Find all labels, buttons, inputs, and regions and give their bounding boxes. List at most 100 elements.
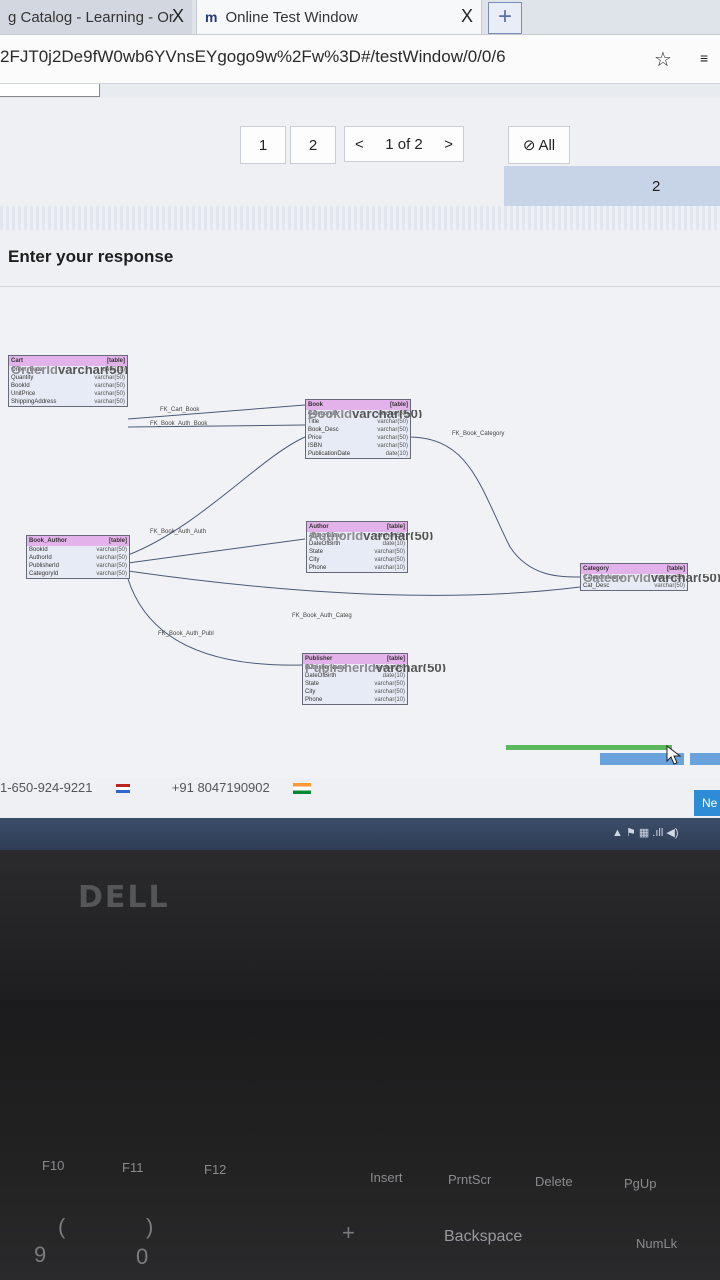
address-bar[interactable]: 2FJT0j2De9fW0wb6YVnsEYgogo9w%2Fw%3D#/tes… (0, 35, 720, 84)
new-tab-button[interactable]: + (488, 2, 522, 34)
fk-line-cart-book (127, 404, 306, 420)
url-text[interactable]: 2FJT0j2De9fW0wb6YVnsEYgogo9w%2Fw%3D#/tes… (0, 47, 506, 66)
toolbar-strip (0, 84, 720, 98)
fk-line-auth-book (127, 424, 306, 428)
key-paren-close: ) (146, 1214, 154, 1239)
action-button[interactable] (600, 753, 684, 765)
tab-label: Online Test Window (225, 8, 358, 26)
key-f10: F10 (42, 1158, 65, 1173)
fk-line-bookauthor-publisher (127, 578, 303, 666)
key-pgup: PgUp (624, 1176, 657, 1191)
favorite-star-icon[interactable]: ☆ (654, 49, 672, 71)
extensions-icon[interactable]: ≡ (700, 50, 709, 66)
tab-online-test-window[interactable]: m Online Test Window X (196, 0, 482, 34)
phone-in: +91 8047190902 (171, 780, 270, 795)
prev-page-button[interactable]: < (355, 135, 364, 153)
page-2-button[interactable]: 2 (290, 126, 336, 164)
tab-catalog-learning[interactable]: g Catalog - Learning - Or X (0, 0, 192, 34)
key-f11: F11 (122, 1160, 144, 1175)
laptop-keyboard: F10 F11 F12 Insert PrntScr Delete PgUp B… (0, 1000, 720, 1280)
tab-label: g Catalog - Learning - Or (8, 8, 174, 26)
progress-bar (506, 745, 672, 750)
support-phones: 1-650-924-9221 +91 8047190902 (0, 780, 331, 795)
laptop-bezel: DELL (0, 850, 720, 1000)
key-prntscr: PrntScr (448, 1172, 492, 1187)
key-insert: Insert (370, 1170, 403, 1185)
fk-line-bookauthor-category (127, 570, 581, 596)
divider-pattern (0, 206, 720, 230)
key-paren-open: ( (58, 1214, 66, 1239)
us-flag-icon (116, 784, 131, 794)
close-icon[interactable]: X (171, 6, 184, 26)
fk-line-bookauthor-book (127, 436, 306, 556)
question-count-band: 2 (504, 166, 720, 206)
key-delete: Delete (535, 1174, 573, 1189)
toolbar-button[interactable] (0, 84, 100, 97)
table-title: Publisher (305, 656, 333, 662)
page-1-button[interactable]: 1 (240, 126, 286, 164)
fk-label: FK_Book_Auth_Auth (150, 529, 207, 535)
key-9: 9 (34, 1242, 47, 1267)
fk-label: FK_Book_Category (452, 431, 505, 437)
table-tag: [table] (667, 566, 685, 572)
table-title: Book_Author (29, 538, 67, 544)
response-label: Enter your response (8, 247, 173, 267)
fk-line-book-category (407, 436, 581, 578)
browser-tab-bar: g Catalog - Learning - Or X m Online Tes… (0, 0, 720, 35)
action-button[interactable] (690, 753, 720, 765)
all-button[interactable]: ⊘ All (508, 126, 570, 164)
key-backspace: Backspace (444, 1228, 523, 1245)
next-button[interactable]: Ne (694, 790, 720, 816)
fk-line-bookauthor-author (127, 538, 306, 564)
fk-label: FK_Book_Auth_Categ (292, 613, 352, 619)
table-title: Category (583, 566, 610, 572)
table-title: Author (309, 524, 329, 530)
check-circle-icon: ⊘ (522, 137, 536, 154)
response-label-text: Enter your response (8, 247, 174, 266)
key-0: 0 (136, 1244, 149, 1269)
india-flag-icon (293, 783, 312, 795)
page-2-label: 2 (308, 136, 318, 154)
table-tag: [table] (387, 656, 405, 662)
all-label: All (538, 136, 556, 154)
relationship-lines (127, 404, 581, 666)
close-icon[interactable]: X (460, 6, 473, 26)
next-page-button[interactable]: > (444, 135, 453, 153)
table-tag: [table] (390, 402, 408, 408)
system-tray-icons[interactable]: ▲ ⚑ ▦ .ıll ◀) (612, 827, 679, 839)
table-title: Cart (11, 358, 24, 364)
question-count: 2 (652, 178, 661, 195)
monitor-screen: g Catalog - Learning - Or X m Online Tes… (0, 0, 720, 850)
key-numlk: NumLk (636, 1236, 678, 1251)
page-indicator: 1 of 2 (385, 135, 423, 153)
table-tag: [table] (107, 358, 125, 364)
key-plus: + (342, 1220, 355, 1245)
